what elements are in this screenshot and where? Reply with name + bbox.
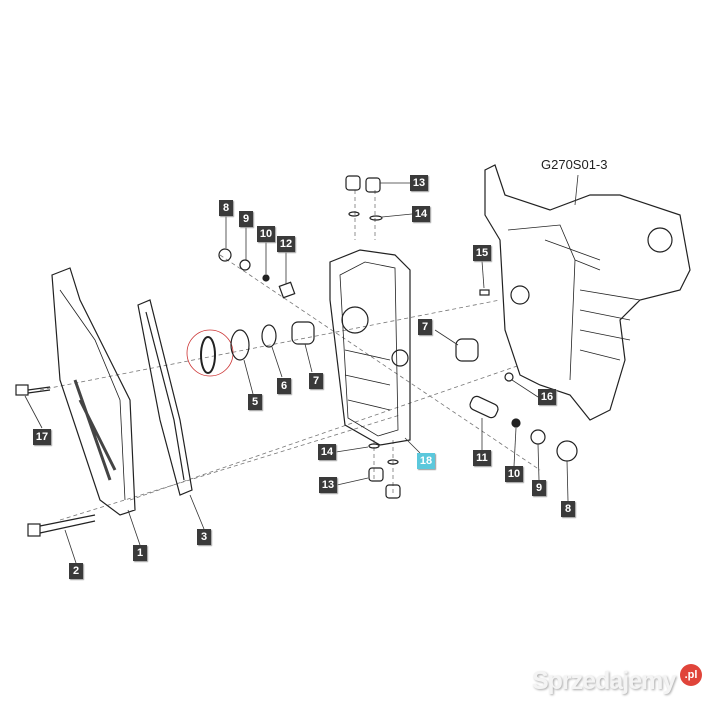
bearing-7-right (455, 338, 479, 362)
callout-18-highlighted: 18 (417, 453, 435, 469)
callout-11: 11 (473, 450, 491, 466)
callout-9: 9 (239, 211, 253, 227)
callout-8: 8 (561, 501, 575, 517)
callout-9: 9 (532, 480, 546, 496)
callout-5: 5 (248, 394, 262, 410)
ball-10 (262, 274, 270, 282)
callout-12: 12 (277, 236, 295, 252)
washer-9 (239, 259, 251, 271)
part-18-housing (329, 249, 411, 446)
callout-14: 14 (412, 206, 430, 222)
callout-10: 10 (257, 226, 275, 242)
callout-14: 14 (318, 444, 336, 460)
spacer-6 (261, 324, 277, 348)
plug-8 (218, 248, 232, 262)
part-1-cover (51, 267, 136, 516)
callout-1: 1 (133, 545, 147, 561)
callout-10: 10 (505, 466, 523, 482)
bolt-17 (15, 384, 51, 396)
callout-2: 2 (69, 563, 83, 579)
callout-17: 17 (33, 429, 51, 445)
callout-6: 6 (277, 378, 291, 394)
spring-12 (278, 281, 296, 299)
callout-16: 16 (538, 389, 556, 405)
callout-3: 3 (197, 529, 211, 545)
callout-15: 15 (473, 245, 491, 261)
callout-13: 13 (410, 175, 428, 191)
assembly-axis-lines (39, 190, 541, 521)
diagram-code: G270S01-3 (541, 157, 608, 172)
bolt-2 (27, 514, 96, 537)
spring-11 (469, 395, 499, 419)
watermark-tld-badge: .pl (680, 664, 702, 686)
callout-8: 8 (219, 200, 233, 216)
callout-7: 7 (309, 373, 323, 389)
watermark-brand: Sprzedajemy (532, 667, 676, 695)
bearing-7-left (291, 321, 315, 345)
bearing-5 (230, 329, 250, 361)
callout-7: 7 (418, 319, 432, 335)
transmission-housing (484, 164, 691, 421)
leader-lines (24, 174, 579, 564)
part-3-gasket (137, 299, 193, 496)
callout-13: 13 (319, 477, 337, 493)
